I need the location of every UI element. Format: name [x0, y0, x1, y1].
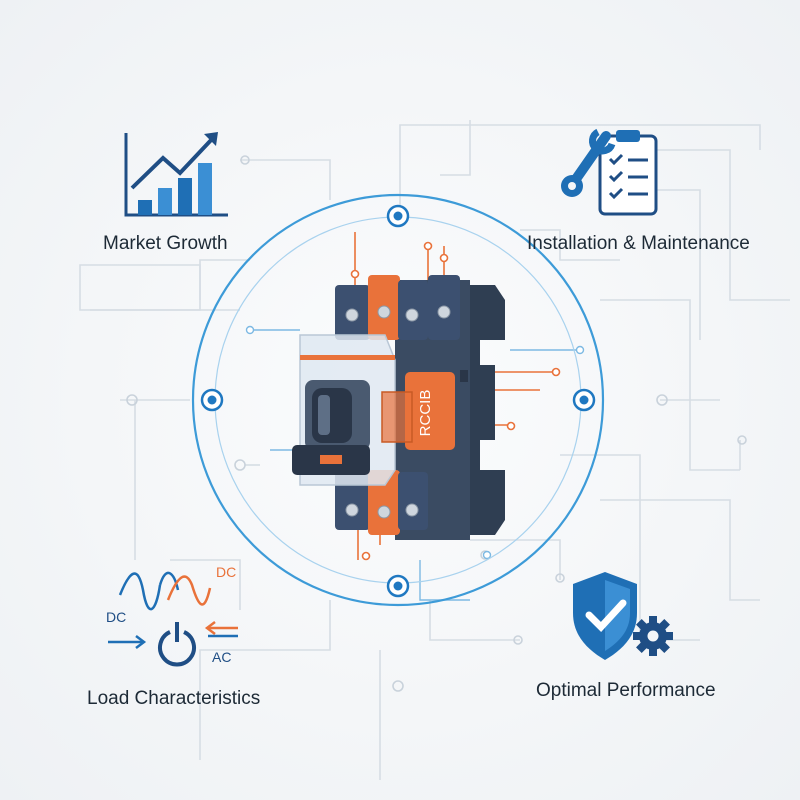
- wrench-clipboard-icon: [561, 128, 658, 216]
- optimal-performance-label: Optimal Performance: [536, 680, 716, 701]
- load-characteristics-icon: DC DC AC: [106, 564, 238, 667]
- installation-maintenance-label: Installation & Maintenance: [527, 233, 750, 254]
- dc-left-text: DC: [106, 609, 126, 625]
- shield-check-gear-icon: [573, 572, 673, 660]
- market-growth-label: Market Growth: [103, 233, 228, 254]
- device-label: RCCIB: [417, 390, 434, 437]
- ring-nodes: [200, 204, 596, 598]
- bar-chart-growth-icon: [124, 132, 228, 217]
- dc-top-text: DC: [216, 564, 236, 580]
- load-characteristics-label: Load Characteristics: [87, 688, 261, 709]
- ac-text: AC: [212, 649, 231, 665]
